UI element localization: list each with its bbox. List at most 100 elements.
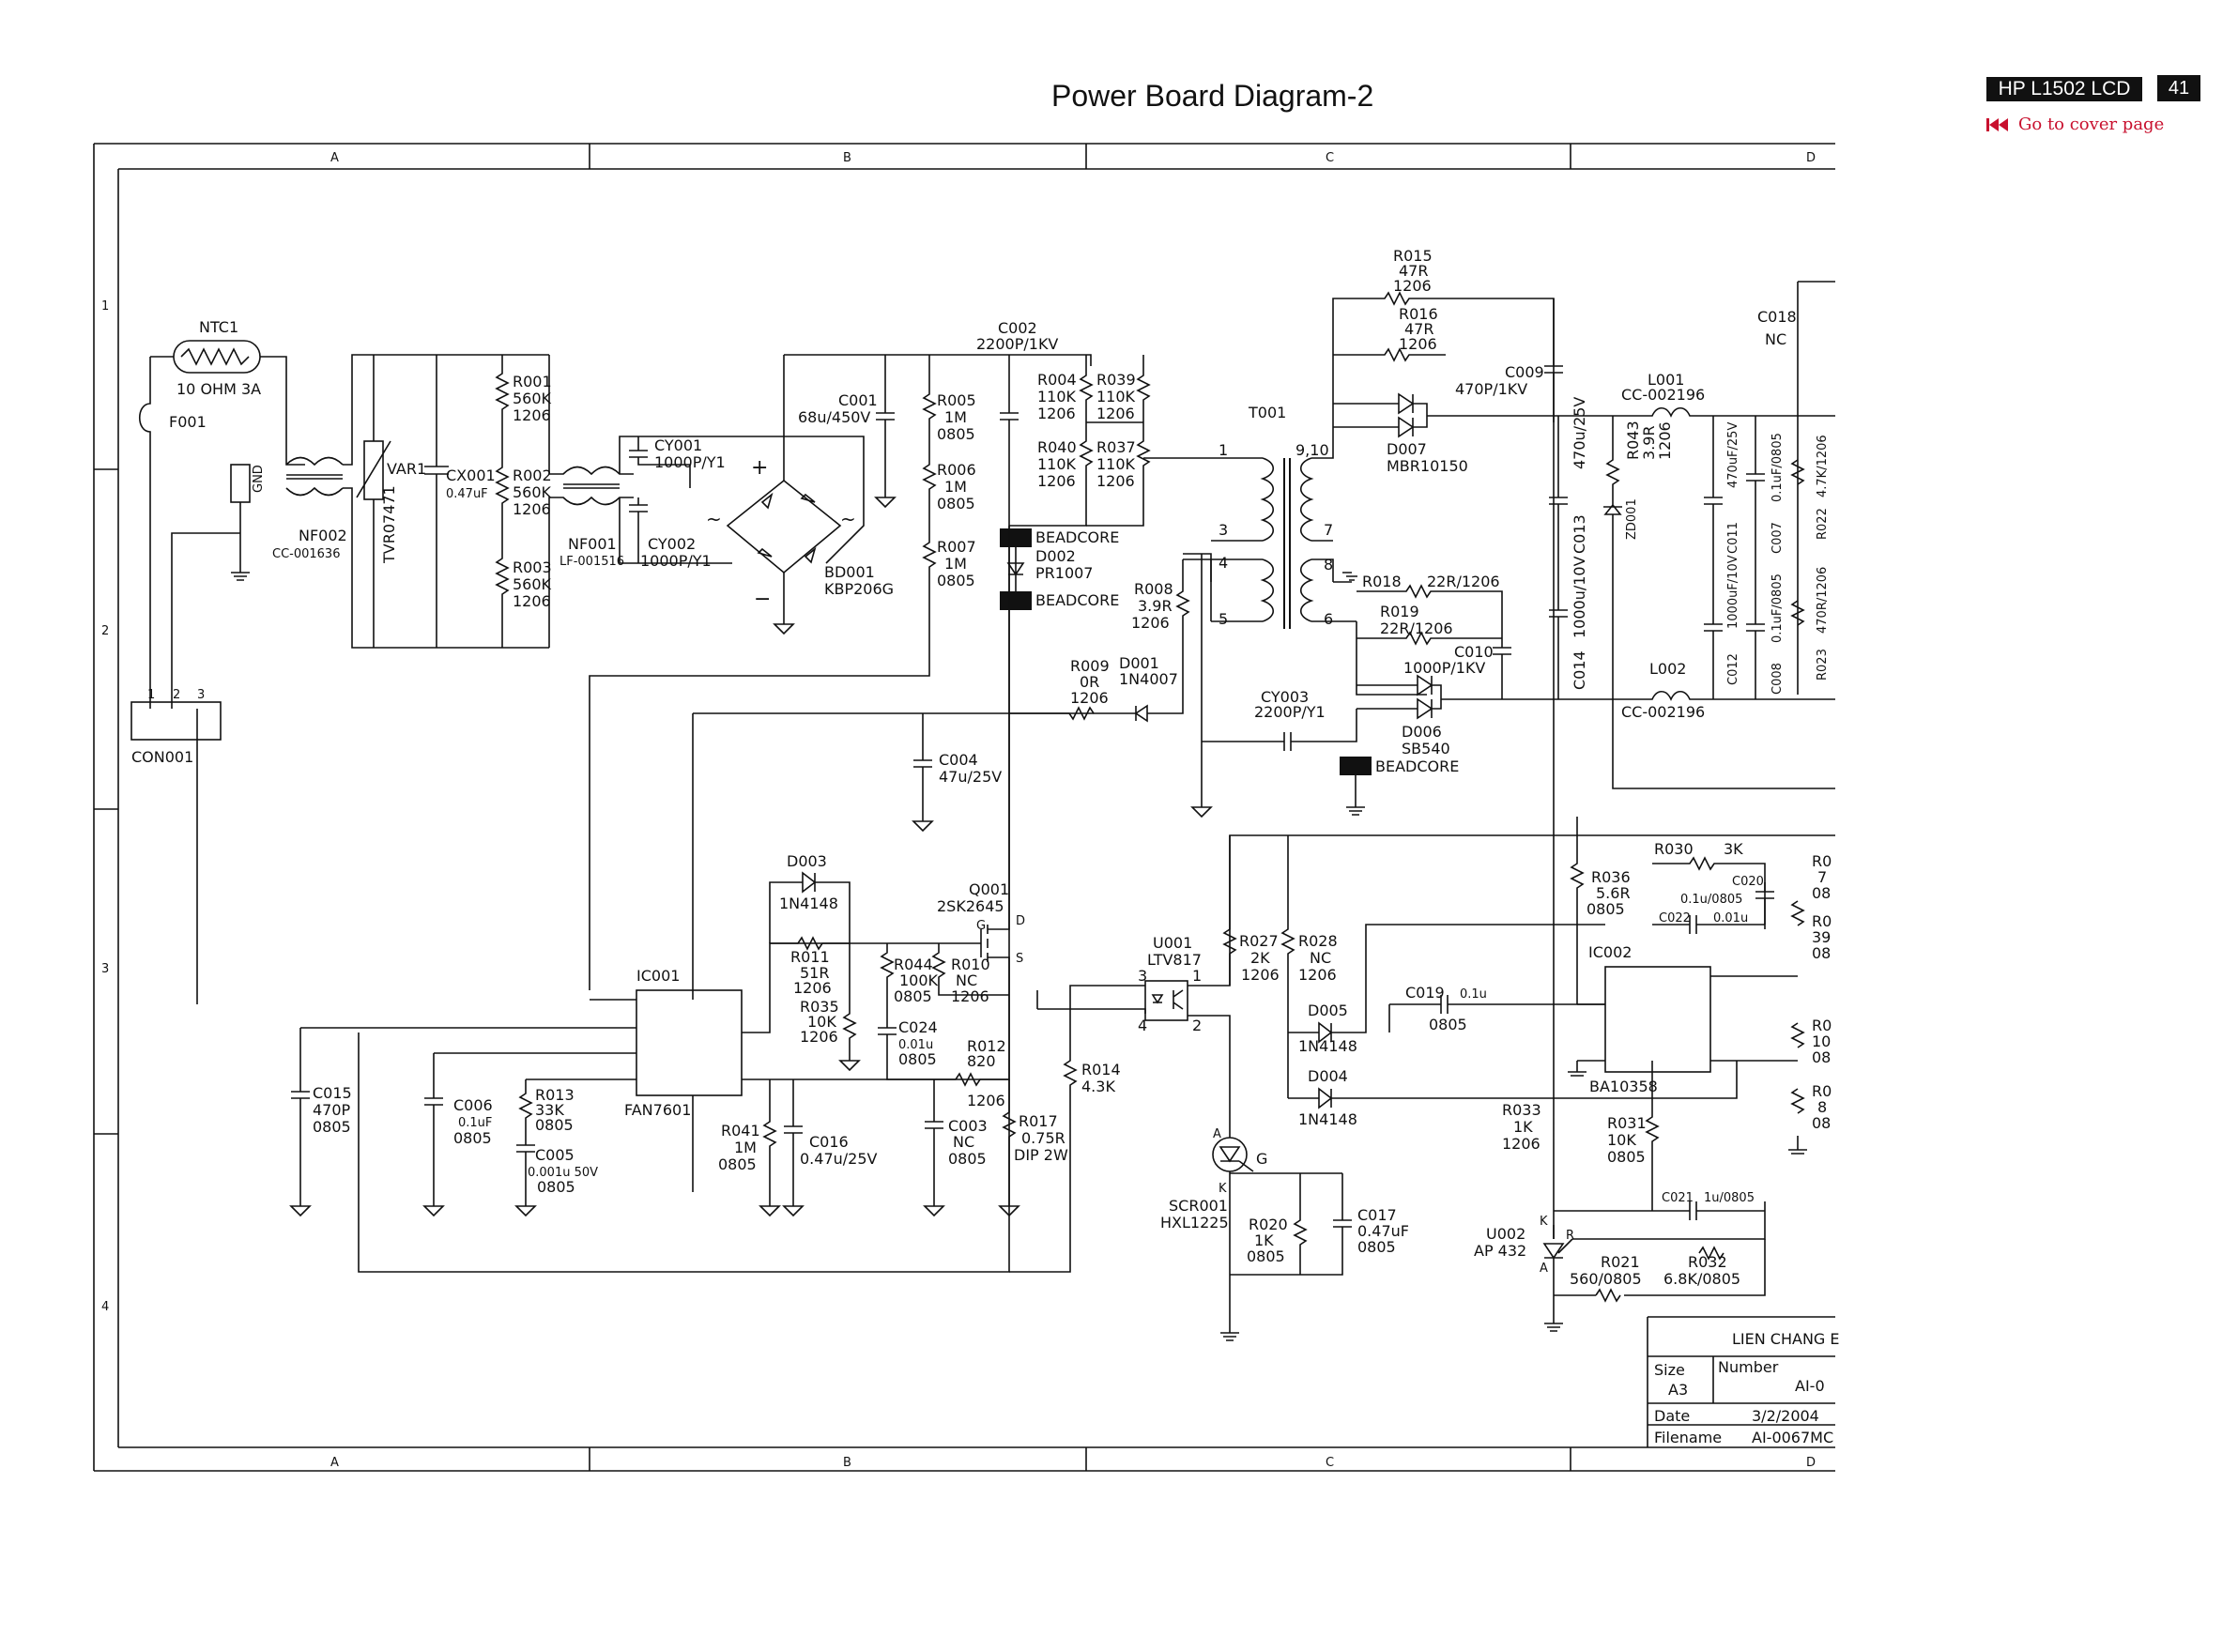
svg-text:08: 08 bbox=[1812, 944, 1831, 962]
svg-text:IC002: IC002 bbox=[1588, 943, 1632, 961]
grid-labels: A B C D A B C D 1 2 3 4 bbox=[101, 151, 1816, 1470]
title-block-size-label: Size bbox=[1654, 1361, 1685, 1379]
svg-text:LTV817: LTV817 bbox=[1147, 951, 1202, 969]
svg-text:2SK2645: 2SK2645 bbox=[937, 897, 1004, 915]
svg-text:R004: R004 bbox=[1037, 371, 1077, 389]
svg-text:R028: R028 bbox=[1298, 932, 1338, 950]
svg-text:8: 8 bbox=[1817, 1098, 1827, 1116]
svg-text:C008: C008 bbox=[1770, 663, 1785, 695]
svg-text:470R/1206: 470R/1206 bbox=[1816, 567, 1830, 634]
c003-capacitor: C003 NC 0805 bbox=[923, 1079, 988, 1217]
svg-text:MBR10150: MBR10150 bbox=[1387, 457, 1468, 475]
svg-text:R020: R020 bbox=[1249, 1216, 1288, 1233]
go-to-cover-link[interactable]: Go to cover page bbox=[1986, 115, 2164, 134]
svg-text:C020: C020 bbox=[1732, 875, 1764, 889]
svg-text:CC-002196: CC-002196 bbox=[1621, 703, 1705, 721]
svg-text:C016: C016 bbox=[809, 1133, 849, 1151]
svg-text:R031: R031 bbox=[1607, 1114, 1647, 1132]
svg-text:G: G bbox=[1256, 1150, 1267, 1168]
svg-text:1206: 1206 bbox=[1096, 405, 1135, 422]
svg-text:0.47uF: 0.47uF bbox=[1357, 1222, 1409, 1240]
svg-text:R: R bbox=[1566, 1229, 1574, 1243]
svg-text:IC001: IC001 bbox=[636, 967, 680, 985]
svg-text:PR1007: PR1007 bbox=[1035, 564, 1093, 582]
svg-text:10K: 10K bbox=[1607, 1131, 1636, 1149]
svg-text:R030: R030 bbox=[1654, 840, 1694, 858]
svg-text:C011: C011 bbox=[1726, 522, 1740, 554]
svg-text:7: 7 bbox=[1817, 868, 1827, 886]
svg-text:0805: 0805 bbox=[1247, 1247, 1285, 1265]
title-block-number-value: AI-0 bbox=[1795, 1377, 1825, 1395]
title-block-date-label: Date bbox=[1654, 1407, 1690, 1425]
var1-varistor: VAR1 TVR07471 bbox=[356, 355, 426, 648]
svg-text:1206: 1206 bbox=[967, 1092, 1005, 1109]
svg-text:0805: 0805 bbox=[937, 425, 975, 443]
cy001-capacitor: CY001 1000P/Y1 bbox=[629, 436, 726, 488]
d007-diode: D007 MBR10150 bbox=[1333, 392, 1571, 475]
svg-text:1K: 1K bbox=[1254, 1231, 1274, 1249]
svg-text:0805: 0805 bbox=[894, 987, 932, 1005]
svg-text:DIP 2W: DIP 2W bbox=[1014, 1146, 1068, 1164]
svg-text:AP 432: AP 432 bbox=[1474, 1242, 1526, 1260]
svg-text:R041: R041 bbox=[721, 1122, 760, 1140]
svg-text:5: 5 bbox=[1219, 610, 1228, 628]
svg-text:470u/25V: 470u/25V bbox=[1571, 397, 1588, 469]
svg-text:L002: L002 bbox=[1649, 660, 1686, 678]
svg-text:08: 08 bbox=[1812, 1114, 1831, 1132]
svg-text:U002: U002 bbox=[1486, 1225, 1525, 1243]
svg-text:1206: 1206 bbox=[1656, 421, 1674, 460]
svg-text:1206: 1206 bbox=[1096, 472, 1135, 490]
svg-text:R019: R019 bbox=[1380, 603, 1419, 620]
svg-text:10K: 10K bbox=[807, 1013, 836, 1031]
svg-text:1: 1 bbox=[147, 688, 155, 702]
r008-r009-d001: R008 3.9R 1206 R009 0R 1206 D001 1N4007 bbox=[1009, 559, 1190, 723]
line-rails bbox=[343, 354, 549, 649]
svg-text:R021: R021 bbox=[1601, 1253, 1640, 1271]
c018-label: C018 NC bbox=[1757, 281, 1835, 695]
svg-text:6: 6 bbox=[1324, 610, 1333, 628]
go-to-cover-label[interactable]: Go to cover page bbox=[2018, 115, 2165, 134]
svg-text:1: 1 bbox=[1219, 441, 1228, 459]
svg-text:BD001: BD001 bbox=[824, 563, 875, 581]
c009-capacitor: C009 470P/1KV bbox=[1455, 298, 1563, 1032]
t001-ref: T001 bbox=[1248, 404, 1286, 421]
c006-capacitor: C006 0.1uF 0805 bbox=[422, 1053, 493, 1217]
svg-text:0805: 0805 bbox=[535, 1116, 574, 1134]
svg-text:2200P/1KV: 2200P/1KV bbox=[976, 335, 1058, 353]
svg-text:Q001: Q001 bbox=[969, 880, 1009, 898]
svg-text:C001: C001 bbox=[838, 391, 878, 409]
svg-text:C004: C004 bbox=[939, 751, 978, 769]
cx001-ref: CX001 bbox=[446, 467, 496, 484]
r027-r028: R027 2K 1206 R028 NC 1206 bbox=[1222, 835, 1338, 1098]
svg-text:U001: U001 bbox=[1153, 934, 1192, 952]
r036-r030: R036 5.6R 0805 R030 3K bbox=[1570, 817, 1766, 1004]
title-block: LIEN CHANG E Size A3 Number AI-0 Date 3/… bbox=[1647, 1316, 1840, 1447]
svg-text:22R/1206: 22R/1206 bbox=[1380, 620, 1453, 637]
svg-text:1206: 1206 bbox=[800, 1028, 838, 1046]
svg-text:0.01u: 0.01u bbox=[898, 1038, 933, 1052]
svg-text:4.7K/1206: 4.7K/1206 bbox=[1816, 435, 1830, 497]
ntc1-ref: NTC1 bbox=[199, 318, 238, 336]
svg-text:1: 1 bbox=[1192, 967, 1202, 985]
con001-ref: CON001 bbox=[131, 748, 193, 766]
svg-text:BEADCORE: BEADCORE bbox=[1035, 528, 1119, 546]
svg-text:560/0805: 560/0805 bbox=[1570, 1270, 1642, 1288]
svg-text:0805: 0805 bbox=[537, 1178, 575, 1196]
d002-snubber: BEADCORE BEADCORE D002 PR1007 bbox=[1000, 528, 1119, 610]
svg-text:47R: 47R bbox=[1399, 262, 1428, 280]
nf002-ref: NF002 bbox=[299, 527, 347, 544]
svg-text:C007: C007 bbox=[1770, 522, 1785, 554]
svg-text:1206: 1206 bbox=[1131, 614, 1170, 632]
svg-text:R002: R002 bbox=[513, 467, 552, 484]
svg-text:3: 3 bbox=[1219, 521, 1228, 539]
svg-text:R001: R001 bbox=[513, 373, 552, 390]
svg-text:A: A bbox=[1213, 1127, 1221, 1141]
page-number: 41 bbox=[2157, 75, 2200, 101]
svg-text:R0: R0 bbox=[1812, 912, 1832, 930]
r018-r019-c010: R018 22R/1206 R019 22R/1206 C010 1000P/1… bbox=[1356, 573, 1511, 699]
cy003-capacitor: CY003 2200P/Y1 bbox=[1190, 554, 1357, 818]
c021-capacitor: C021 1u/0805 bbox=[1554, 1191, 1765, 1220]
svg-text:1M: 1M bbox=[734, 1139, 757, 1156]
svg-text:C015: C015 bbox=[313, 1084, 352, 1102]
beadcore-3: BEADCORE bbox=[1340, 757, 1459, 816]
